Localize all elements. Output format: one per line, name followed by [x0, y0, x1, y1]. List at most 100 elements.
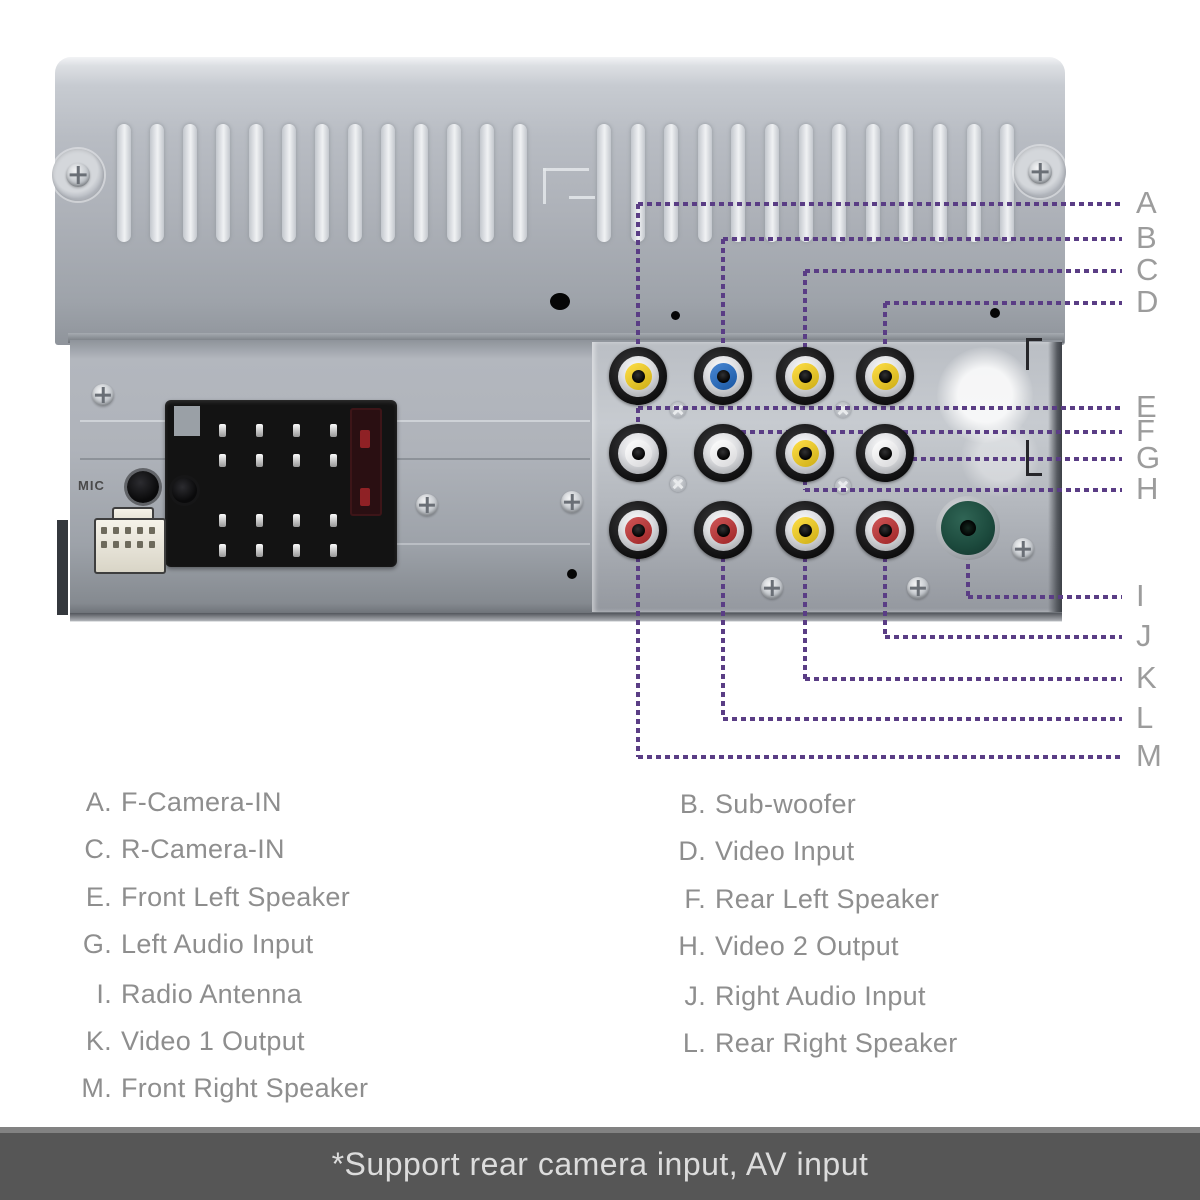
- rca-hole: [716, 523, 730, 537]
- rca-hole: [798, 369, 812, 383]
- vent-slot: [597, 124, 611, 242]
- iso-pin: [293, 424, 300, 437]
- rca-jack-j: [856, 501, 914, 559]
- legend-item-d: D.Video Input: [668, 836, 854, 867]
- iso-pin: [330, 514, 337, 527]
- legend-key: H.: [678, 931, 706, 961]
- aux-pin: [137, 541, 143, 548]
- phillips-screw: [1012, 538, 1034, 560]
- rca-core-yellow: [791, 439, 819, 467]
- left-mount-bracket: [57, 520, 68, 615]
- rca-core-red: [624, 516, 652, 544]
- callout-letter-h: H: [1136, 471, 1159, 506]
- vent-slot: [414, 124, 428, 242]
- rca-hole: [631, 446, 645, 460]
- panel-bottom-shadow: [70, 613, 1062, 622]
- rca-core-yellow: [791, 516, 819, 544]
- vent-slot: [765, 124, 779, 242]
- iso-pin: [256, 454, 263, 467]
- rca-jack-e: [609, 424, 667, 482]
- rca-jack-l: [694, 501, 752, 559]
- rca-jack-m: [609, 501, 667, 559]
- legend-item-j: J.Right Audio Input: [668, 981, 926, 1012]
- legend-item-f: F.Rear Left Speaker: [668, 884, 939, 915]
- rca-ring: [702, 432, 744, 474]
- iso-pin: [256, 424, 263, 437]
- legend-label: Right Audio Input: [715, 981, 926, 1011]
- rca-ring: [702, 355, 744, 397]
- aux-pin: [113, 541, 119, 548]
- rca-ring: [864, 509, 906, 551]
- legend-item-m: M.Front Right Speaker: [74, 1073, 368, 1104]
- rca-ring: [784, 509, 826, 551]
- callout-letter-d: D: [1136, 284, 1159, 319]
- vent-slot: [630, 124, 645, 242]
- callout-letter-f: F: [1136, 413, 1155, 448]
- footer-note-bar: *Support rear camera input, AV input: [0, 1127, 1200, 1200]
- rca-hole: [878, 369, 892, 383]
- rca-core-red: [871, 516, 899, 544]
- legend-key: I.: [96, 979, 112, 1009]
- iso-red-pin: [360, 430, 370, 448]
- rca-hole: [716, 446, 730, 460]
- iso-pin: [293, 454, 300, 467]
- iso-notch: [174, 406, 200, 436]
- panel-right-edge-shadow: [1048, 342, 1062, 612]
- callout-line-d: [883, 303, 887, 376]
- panel-hole: [671, 311, 680, 320]
- legend-item-l: L.Rear Right Speaker: [668, 1028, 958, 1059]
- legend-key: A.: [85, 787, 112, 817]
- mic-jack: [127, 471, 159, 503]
- rca-ring: [864, 355, 906, 397]
- antenna-hole: [960, 520, 976, 536]
- rca-hole: [878, 446, 892, 460]
- iso-pin: [330, 544, 337, 557]
- callout-letter-m: M: [1136, 738, 1162, 773]
- legend-label: Left Audio Input: [121, 929, 314, 959]
- rca-core-blue: [709, 362, 737, 390]
- legend-item-a: A.F-Camera-IN: [74, 787, 282, 818]
- phillips-screw: [66, 163, 90, 187]
- panel-hole: [567, 569, 577, 579]
- antenna-barrel: [941, 501, 995, 555]
- callout-letter-c: C: [1136, 252, 1159, 287]
- stamp-mark: [543, 168, 589, 171]
- rca-core-white: [624, 439, 652, 467]
- iso-pin: [330, 454, 337, 467]
- iso-pin: [293, 514, 300, 527]
- legend-key: G.: [82, 929, 112, 959]
- legend-key: C.: [84, 834, 112, 864]
- legend-label: Rear Left Speaker: [715, 884, 940, 914]
- vent-slot: [216, 124, 230, 242]
- rca-ring: [784, 355, 826, 397]
- iso-pin: [219, 424, 226, 437]
- legend-label: Rear Right Speaker: [715, 1028, 958, 1058]
- iso-pin: [330, 424, 337, 437]
- rca-jack-d: [856, 347, 914, 405]
- vent-slot: [447, 124, 461, 242]
- iso-pin: [219, 514, 226, 527]
- iso-pin: [256, 514, 263, 527]
- vent-slot: [315, 124, 329, 242]
- iso-pin: [219, 454, 226, 467]
- callout-letter-g: G: [1136, 440, 1161, 475]
- edge-mark: [1026, 473, 1042, 476]
- rca-hole: [716, 369, 730, 383]
- vent-slot: [117, 124, 131, 242]
- callout-line-k: [803, 530, 807, 679]
- callout-letter-l: L: [1136, 700, 1154, 735]
- rca-jack-b: [694, 347, 752, 405]
- panel-hole: [990, 308, 1000, 318]
- legend-label: R-Camera-IN: [121, 834, 285, 864]
- vent-slot: [513, 124, 527, 242]
- legend-key: B.: [679, 789, 706, 819]
- iso-pin: [293, 544, 300, 557]
- vent-slot: [731, 124, 746, 242]
- callout-line-c: [803, 271, 807, 376]
- rca-core-white: [709, 439, 737, 467]
- edge-mark: [1026, 338, 1029, 370]
- iso-pin: [256, 544, 263, 557]
- legend-item-h: H.Video 2 Output: [668, 931, 899, 962]
- callout-line-m: [636, 530, 640, 757]
